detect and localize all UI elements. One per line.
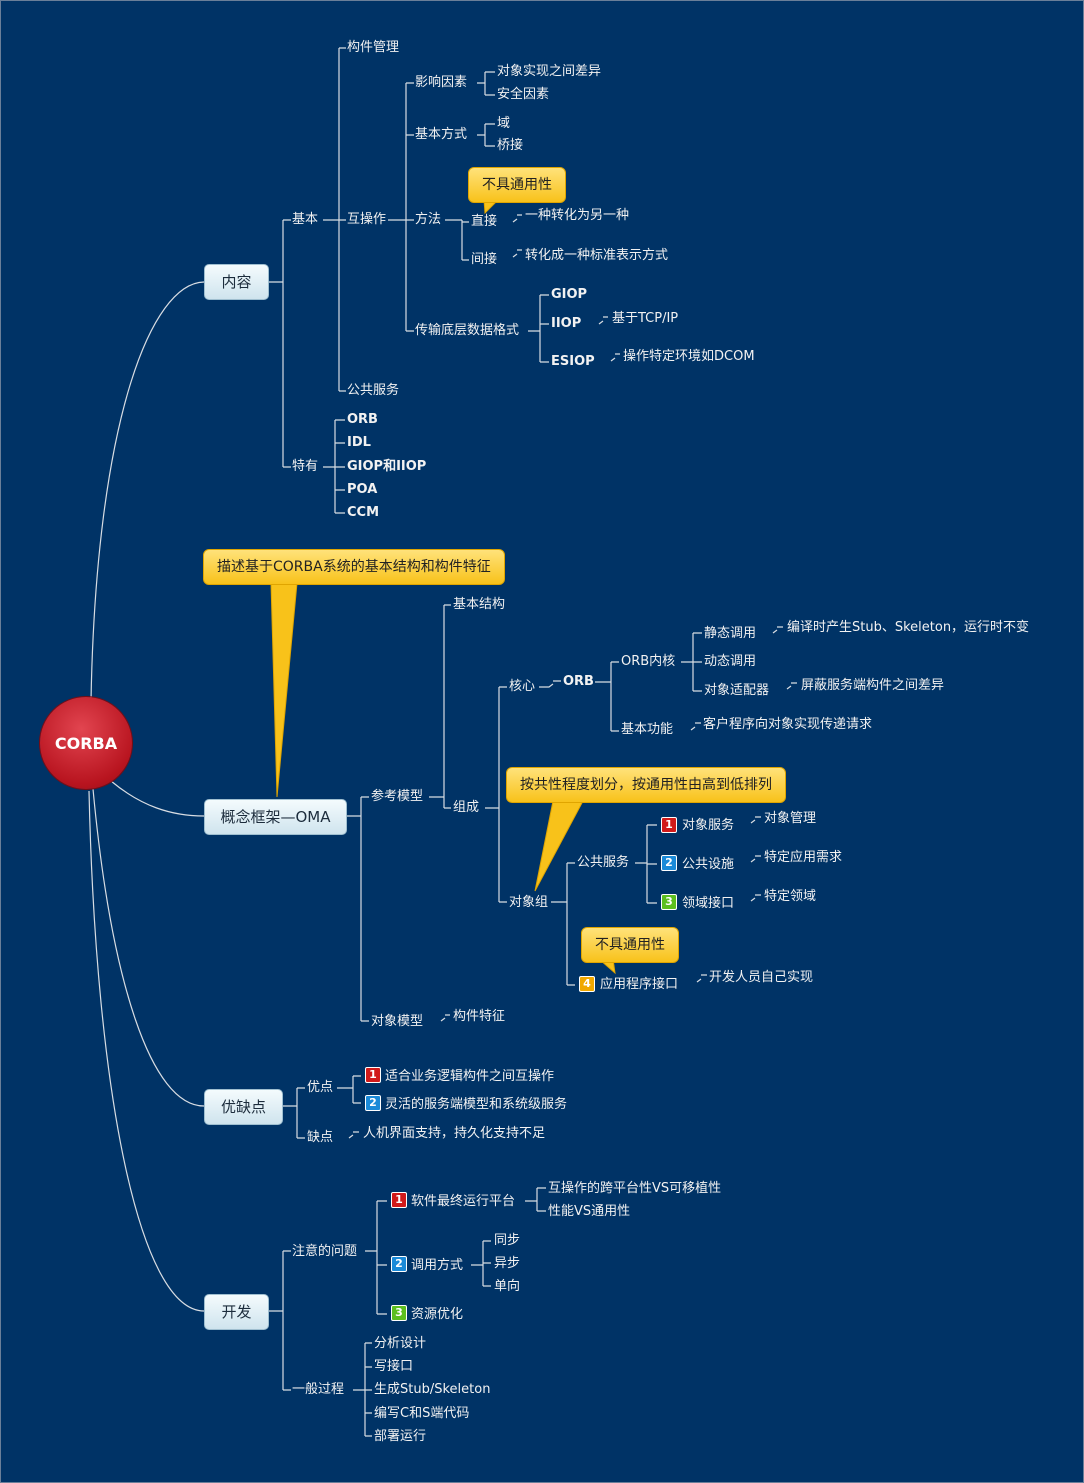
- priority-3-icon: 3: [661, 894, 677, 910]
- main-topic-develop[interactable]: 开发: [204, 1294, 269, 1330]
- node-app-iface-desc[interactable]: 开发人员自己实现: [709, 970, 814, 985]
- node-factor-diff[interactable]: 对象实现之间差异: [497, 64, 602, 79]
- node-basic-structure[interactable]: 基本结构: [453, 597, 506, 612]
- main-topic-proscons[interactable]: 优缺点: [204, 1089, 283, 1125]
- node-platform[interactable]: 软件最终运行平台: [411, 1194, 516, 1209]
- node-static-call[interactable]: 静态调用: [704, 626, 757, 641]
- node-step-2[interactable]: 写接口: [374, 1359, 414, 1374]
- node-step-1[interactable]: 分析设计: [374, 1336, 427, 1351]
- node-platform-2[interactable]: 性能VS通用性: [548, 1204, 631, 1219]
- node-basic-func-desc[interactable]: 客户程序向对象实现传递请求: [703, 717, 873, 732]
- node-domain-iface[interactable]: 领域接口: [682, 896, 735, 911]
- node-call-mode[interactable]: 调用方式: [411, 1258, 464, 1273]
- node-domain[interactable]: 域: [497, 116, 511, 131]
- node-interop[interactable]: 互操作: [347, 212, 387, 227]
- node-esiop-desc[interactable]: 操作特定环境如DCOM: [623, 349, 755, 364]
- node-composition[interactable]: 组成: [453, 800, 480, 815]
- priority-2-icon: 2: [365, 1095, 381, 1111]
- node-dynamic-call[interactable]: 动态调用: [704, 654, 757, 669]
- node-process[interactable]: 一般过程: [292, 1382, 345, 1397]
- node-object-group[interactable]: 对象组: [509, 895, 549, 910]
- node-object-model[interactable]: 对象模型: [371, 1014, 424, 1029]
- node-step-4[interactable]: 编写C和S端代码: [374, 1406, 470, 1421]
- root-node-corba[interactable]: CORBA: [40, 697, 132, 789]
- node-facility[interactable]: 公共设施: [682, 857, 735, 872]
- main-topic-content[interactable]: 内容: [204, 264, 269, 300]
- node-orb[interactable]: ORB: [563, 674, 594, 689]
- node-core[interactable]: 核心: [509, 679, 536, 694]
- node-transport[interactable]: 传输底层数据格式: [415, 323, 520, 338]
- node-orb-kernel[interactable]: ORB内核: [621, 654, 676, 669]
- node-basic-mode[interactable]: 基本方式: [415, 127, 468, 142]
- node-facility-desc[interactable]: 特定应用需求: [764, 850, 843, 865]
- priority-3-icon: 3: [391, 1305, 407, 1321]
- callout-not-generic-2[interactable]: 不具通用性: [581, 927, 679, 963]
- callout-not-generic-1[interactable]: 不具通用性: [468, 167, 566, 203]
- node-step-3[interactable]: 生成Stub/Skeleton: [374, 1382, 491, 1397]
- node-special-giop-iiop[interactable]: GIOP和IIOP: [347, 459, 427, 474]
- node-special-orb[interactable]: ORB: [347, 412, 378, 427]
- node-resource[interactable]: 资源优化: [411, 1307, 464, 1322]
- priority-1-icon: 1: [391, 1192, 407, 1208]
- node-component-mgmt[interactable]: 构件管理: [347, 40, 400, 55]
- node-iiop-desc[interactable]: 基于TCP/IP: [612, 311, 679, 326]
- node-adapter[interactable]: 对象适配器: [704, 683, 770, 698]
- callout-oma-desc[interactable]: 描述基于CORBA系统的基本结构和构件特征: [203, 549, 505, 585]
- node-cons[interactable]: 缺点: [307, 1130, 334, 1145]
- node-app-iface[interactable]: 应用程序接口: [600, 977, 679, 992]
- priority-1-icon: 1: [661, 817, 677, 833]
- node-giop[interactable]: GIOP: [551, 287, 588, 302]
- node-indirect-desc[interactable]: 转化成一种标准表示方式: [525, 248, 669, 263]
- node-async[interactable]: 异步: [494, 1256, 521, 1271]
- node-special-idl[interactable]: IDL: [347, 435, 371, 450]
- main-topic-oma[interactable]: 概念框架—OMA: [204, 799, 347, 835]
- node-sync[interactable]: 同步: [494, 1233, 521, 1248]
- node-adapter-desc[interactable]: 屏蔽服务端构件之间差异: [801, 678, 945, 693]
- priority-1-icon: 1: [365, 1067, 381, 1083]
- node-special[interactable]: 特有: [292, 459, 319, 474]
- node-special-ccm[interactable]: CCM: [347, 505, 380, 520]
- node-step-5[interactable]: 部署运行: [374, 1429, 427, 1444]
- node-public-service[interactable]: 公共服务: [347, 383, 400, 398]
- node-platform-1[interactable]: 互操作的跨平台性VS可移植性: [548, 1181, 722, 1196]
- node-esiop[interactable]: ESIOP: [551, 354, 595, 369]
- node-component-feature[interactable]: 构件特征: [453, 1009, 506, 1024]
- node-static-desc[interactable]: 编译时产生Stub、Skeleton，运行时不变: [787, 620, 1030, 635]
- node-bridge[interactable]: 桥接: [497, 138, 524, 153]
- node-basic[interactable]: 基本: [292, 212, 319, 227]
- node-iiop[interactable]: IIOP: [551, 316, 582, 331]
- node-obj-service[interactable]: 对象服务: [682, 818, 735, 833]
- node-con-1[interactable]: 人机界面支持，持久化支持不足: [363, 1126, 546, 1141]
- node-factor-security[interactable]: 安全因素: [497, 87, 550, 102]
- callout-commonality[interactable]: 按共性程度划分，按通用性由高到低排列: [506, 767, 786, 803]
- node-oneway[interactable]: 单向: [494, 1279, 521, 1294]
- node-factors[interactable]: 影响因素: [415, 75, 468, 90]
- node-ref-model[interactable]: 参考模型: [371, 789, 424, 804]
- priority-2-icon: 2: [391, 1256, 407, 1272]
- node-method[interactable]: 方法: [415, 212, 442, 227]
- node-pro-1[interactable]: 适合业务逻辑构件之间互操作: [385, 1069, 555, 1084]
- node-pros[interactable]: 优点: [307, 1080, 334, 1095]
- priority-4-icon: 4: [579, 976, 595, 992]
- node-obj-service-desc[interactable]: 对象管理: [764, 811, 817, 826]
- node-issues[interactable]: 注意的问题: [292, 1244, 358, 1259]
- node-indirect[interactable]: 间接: [471, 252, 498, 267]
- node-domain-iface-desc[interactable]: 特定领域: [764, 889, 817, 904]
- node-direct-desc[interactable]: 一种转化为另一种: [525, 208, 630, 223]
- node-direct[interactable]: 直接: [471, 214, 498, 229]
- node-pro-2[interactable]: 灵活的服务端模型和系统级服务: [385, 1097, 568, 1112]
- priority-2-icon: 2: [661, 855, 677, 871]
- node-basic-func[interactable]: 基本功能: [621, 722, 674, 737]
- node-special-poa[interactable]: POA: [347, 482, 378, 497]
- node-oma-public-service[interactable]: 公共服务: [577, 855, 630, 870]
